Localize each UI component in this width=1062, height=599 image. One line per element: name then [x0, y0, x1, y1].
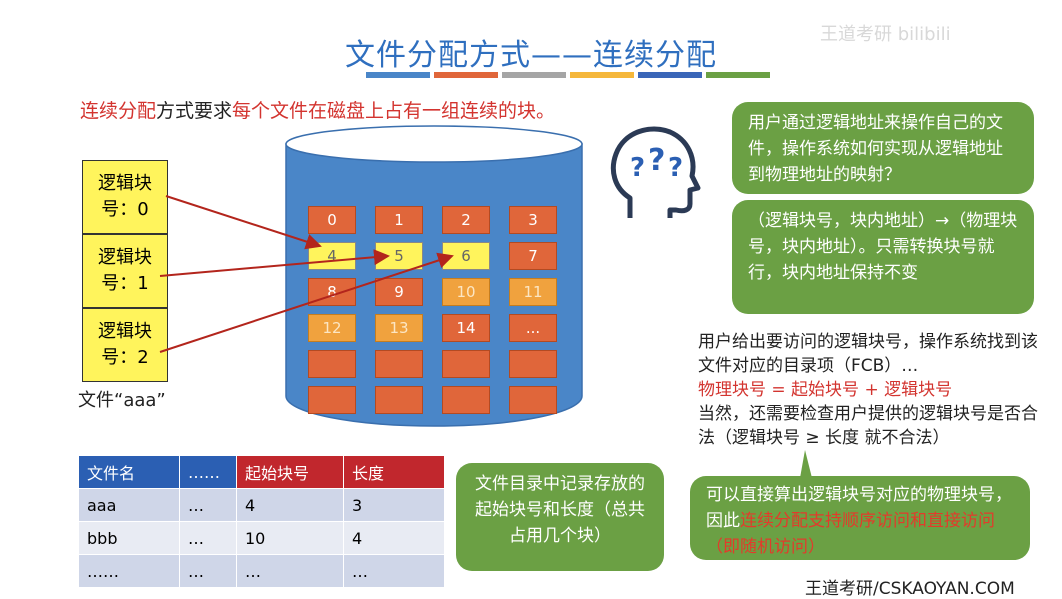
disk-block-8: 8 — [308, 278, 356, 306]
intro-text: 连续分配方式要求每个文件在磁盘上占有一组连续的块。 — [80, 96, 555, 123]
disk-block-9: 9 — [375, 278, 423, 306]
table-row: aaa … 4 3 — [79, 489, 445, 522]
logical-block-0: 逻辑块 号：0 — [82, 160, 168, 234]
intro-mid: 方式要求 — [156, 100, 232, 122]
conclusion-highlight: 连续分配支持顺序访问和直接访问（即随机访问） — [706, 511, 995, 557]
color-bar-blue — [366, 72, 430, 78]
explanation-line-1: 用户给出要访问的逻辑块号，操作系统找到该文件对应的目录项（FCB）… — [698, 330, 1050, 378]
disk-block-1: 1 — [375, 206, 423, 234]
table-header-row: 文件名 …… 起始块号 长度 — [79, 456, 445, 489]
header-ellipsis: …… — [180, 456, 237, 489]
file-label: 文件“aaa” — [78, 386, 166, 412]
disk-block-12: 12 — [308, 314, 356, 342]
cell-filename: bbb — [79, 522, 180, 555]
header-start-block: 起始块号 — [237, 456, 344, 489]
question-bubble-text: 用户通过逻辑地址来操作自己的文件，操作系统如何实现从逻辑地址到物理地址的映射？ — [748, 113, 1003, 185]
color-bar-gray — [502, 72, 566, 78]
cell-ellipsis: … — [180, 555, 237, 588]
disk-block-4: 4 — [308, 242, 356, 270]
disk-block-5: 5 — [375, 242, 423, 270]
credit-text: 王道考研/CSKAOYAN.COM — [805, 574, 1015, 599]
intro-term: 连续分配 — [80, 100, 156, 122]
table-row: bbb … 10 4 — [79, 522, 445, 555]
header-length: 长度 — [344, 456, 445, 489]
question-bubble: 用户通过逻辑地址来操作自己的文件，操作系统如何实现从逻辑地址到物理地址的映射？ — [732, 102, 1034, 194]
svg-text:?: ? — [668, 153, 683, 183]
color-bar-yellow — [570, 72, 634, 78]
disk-block-2: 2 — [442, 206, 490, 234]
logical-block-line: 逻辑块 — [83, 171, 167, 197]
logical-block-line: 逻辑块 — [83, 319, 167, 345]
disk-block-3: 3 — [509, 206, 557, 234]
logical-block-number: 号：0 — [83, 197, 167, 223]
disk-block-19 — [509, 350, 557, 378]
disk-block-23 — [509, 386, 557, 414]
svg-text:?: ? — [630, 153, 645, 183]
address-formula: 物理块号 = 起始块号 + 逻辑块号 — [698, 378, 1050, 402]
answer-bubble: （逻辑块号，块内地址）→（物理块号，块内地址）。只需转换块号就行，块内地址保持不… — [732, 200, 1034, 314]
logical-block-line: 逻辑块 — [83, 245, 167, 271]
table-row: …… … … … — [79, 555, 445, 588]
svg-text:?: ? — [648, 143, 665, 178]
logical-block-1: 逻辑块 号：1 — [82, 234, 168, 308]
cell-start-block: 10 — [237, 522, 344, 555]
color-bar-green — [706, 72, 770, 78]
disk-block-20 — [308, 386, 356, 414]
disk-block-6: 6 — [442, 242, 490, 270]
cell-filename: aaa — [79, 489, 180, 522]
header-filename: 文件名 — [79, 456, 180, 489]
disk-block-22 — [442, 386, 490, 414]
cell-length: … — [344, 555, 445, 588]
logical-block-number: 号：1 — [83, 271, 167, 297]
disk-block-17 — [375, 350, 423, 378]
cell-ellipsis: … — [180, 489, 237, 522]
logical-block-number: 号：2 — [83, 345, 167, 371]
color-bar-darkblue — [638, 72, 702, 78]
cell-start-block: … — [237, 555, 344, 588]
disk-block-18 — [442, 350, 490, 378]
cell-ellipsis: … — [180, 522, 237, 555]
cell-length: 3 — [344, 489, 445, 522]
thinking-head-icon: ? ? ? — [600, 118, 710, 228]
watermark: 王道考研 bilibili — [820, 20, 951, 46]
disk-block-15: ... — [509, 314, 557, 342]
logical-block-2: 逻辑块 号：2 — [82, 308, 168, 382]
cell-length: 4 — [344, 522, 445, 555]
disk-cylinder — [284, 124, 584, 428]
cell-start-block: 4 — [237, 489, 344, 522]
explanation-line-3: 当然，还需要检查用户提供的逻辑块号是否合法（逻辑块号 ≥ 长度 就不合法） — [698, 402, 1050, 450]
cell-filename: …… — [79, 555, 180, 588]
disk-block-7: 7 — [509, 242, 557, 270]
disk-block-16 — [308, 350, 356, 378]
disk-block-11: 11 — [509, 278, 557, 306]
disk-block-13: 13 — [375, 314, 423, 342]
intro-requirement: 每个文件在磁盘上占有一组连续的块。 — [232, 100, 555, 122]
explanation-text: 用户给出要访问的逻辑块号，操作系统找到该文件对应的目录项（FCB）… 物理块号 … — [698, 330, 1050, 450]
directory-bubble-text: 文件目录中记录存放的起始块号和长度（总共占用几个块） — [475, 474, 645, 546]
disk-block-21 — [375, 386, 423, 414]
color-bar-orange — [434, 72, 498, 78]
directory-table: 文件名 …… 起始块号 长度 aaa … 4 3 bbb … 10 4 …… …… — [78, 455, 445, 588]
conclusion-bubble: 可以直接算出逻辑块号对应的物理块号，因此连续分配支持顺序访问和直接访问（即随机访… — [690, 476, 1030, 560]
directory-bubble: 文件目录中记录存放的起始块号和长度（总共占用几个块） — [456, 463, 664, 571]
answer-bubble-text: （逻辑块号，块内地址）→（物理块号，块内地址）。只需转换块号就行，块内地址保持不… — [748, 211, 1017, 283]
disk-block-0: 0 — [308, 206, 356, 234]
conclusion-bubble-pointer — [790, 448, 820, 478]
disk-block-14: 14 — [442, 314, 490, 342]
disk-block-10: 10 — [442, 278, 490, 306]
